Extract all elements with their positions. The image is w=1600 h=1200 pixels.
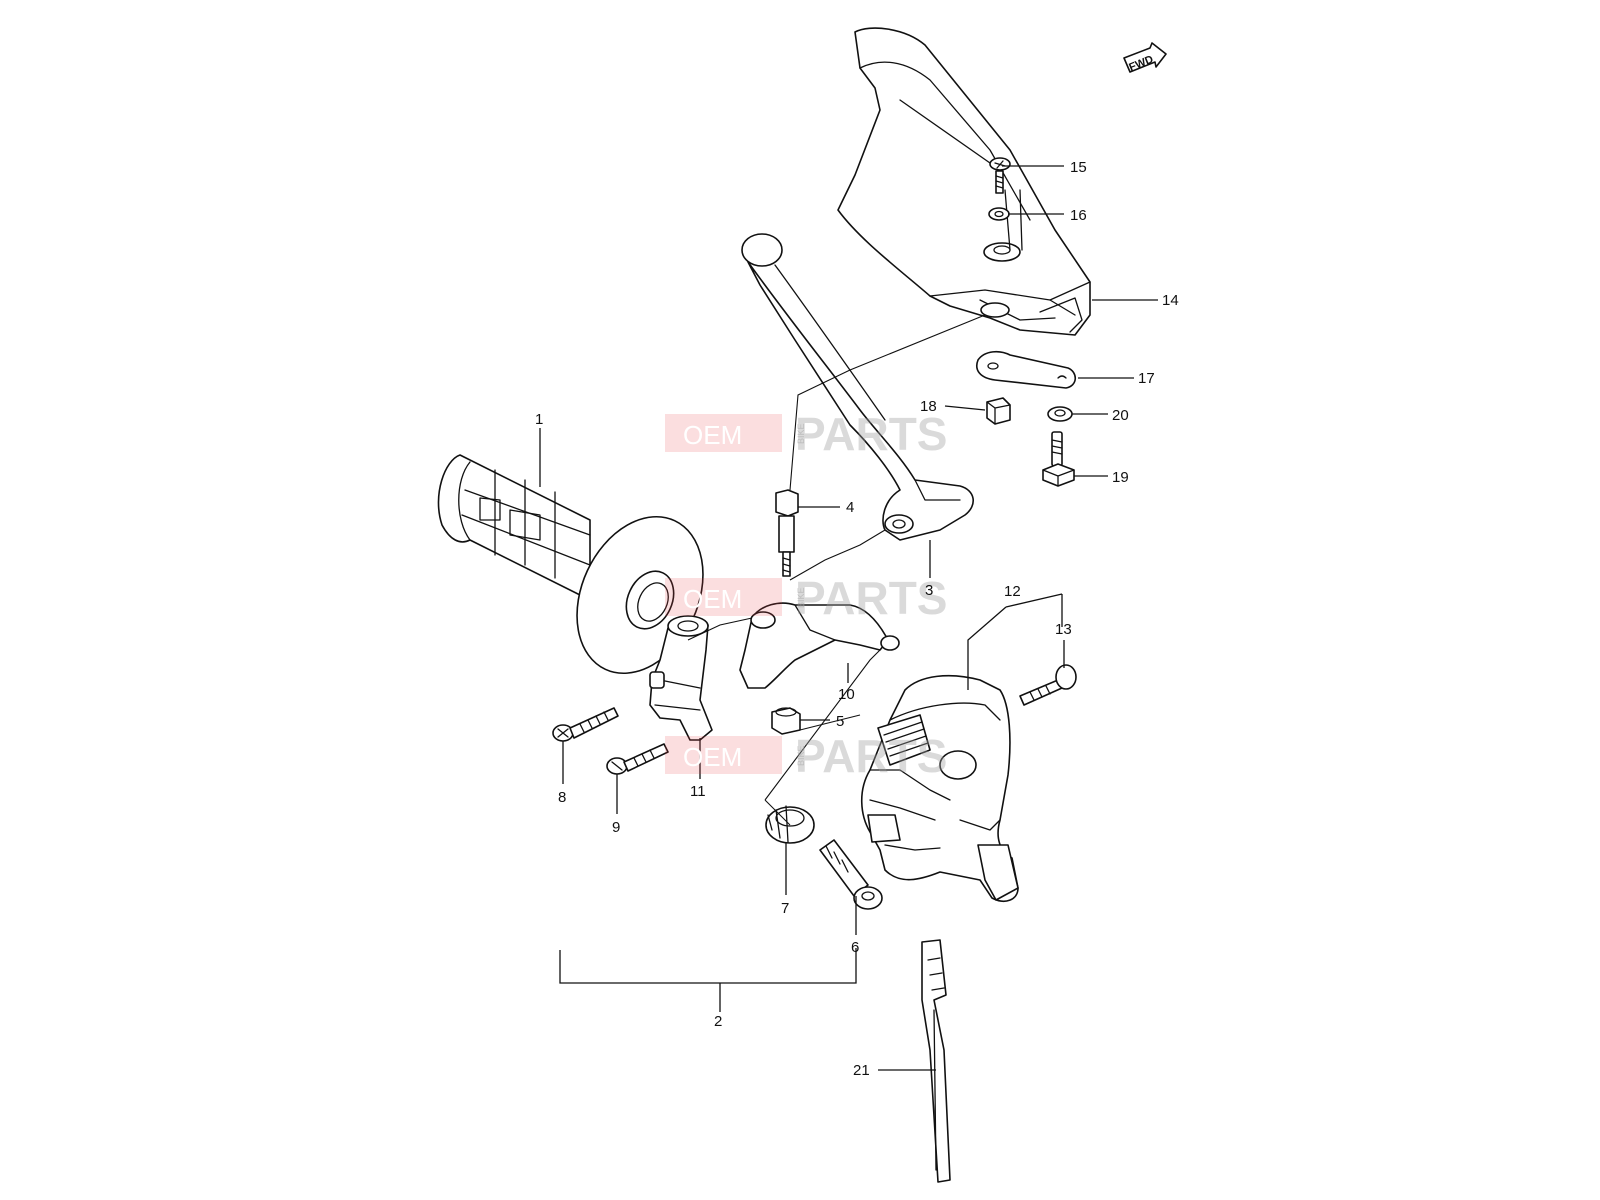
lever-holder-10-part	[739, 602, 900, 689]
callout-10: 10	[838, 686, 855, 703]
hand-guard-part	[837, 27, 1091, 336]
lever-3-part	[741, 233, 974, 541]
fwd-arrow-icon: FWD	[1123, 42, 1167, 74]
callout-labels: 1 2 3 4 5 6 7 8 9 10 11 12 13 14 15 16 1…	[535, 159, 1179, 1079]
callout-11: 11	[690, 783, 706, 800]
callout-17: 17	[1138, 370, 1155, 387]
cable-tie-21-part	[921, 939, 951, 1183]
leader-lines	[539, 165, 1158, 1071]
callout-18: 18	[920, 398, 937, 415]
svg-text:OEM: OEM	[683, 584, 742, 614]
callout-19: 19	[1112, 469, 1129, 486]
callout-16: 16	[1070, 207, 1087, 224]
callout-12: 12	[1004, 583, 1021, 600]
bolt-19-part	[1042, 431, 1075, 487]
callout-9: 9	[612, 819, 620, 836]
washer-16-part	[988, 207, 1010, 221]
svg-text:PARTS: PARTS	[795, 408, 948, 460]
svg-text:OEM: OEM	[683, 420, 742, 450]
callout-1: 1	[535, 411, 543, 428]
callout-3: 3	[925, 582, 933, 599]
plate-17-part	[976, 350, 1077, 389]
nut-18-part	[986, 397, 1011, 425]
watermark: OEM BIKE PARTS OEM BIKE PARTS OEM BIKE P…	[665, 408, 948, 782]
callout-15: 15	[1070, 159, 1087, 176]
pivot-bolt-4-part	[775, 489, 799, 577]
washer-20-part	[1047, 406, 1073, 422]
callout-4: 4	[846, 499, 854, 516]
switch-12-part	[860, 674, 1019, 902]
callout-7: 7	[781, 900, 789, 917]
svg-text:OEM: OEM	[683, 742, 742, 772]
screw-9-part	[606, 743, 669, 775]
svg-text:BIKE: BIKE	[796, 423, 806, 444]
callout-2: 2	[714, 1013, 722, 1030]
svg-text:PARTS: PARTS	[795, 730, 948, 782]
adjuster-6-part	[819, 839, 883, 910]
callout-20: 20	[1112, 407, 1129, 424]
assembly-lines	[687, 314, 986, 826]
bracket-11-part	[649, 615, 713, 741]
svg-text:BIKE: BIKE	[796, 587, 806, 608]
screw-15-part	[989, 157, 1011, 194]
callout-8: 8	[558, 789, 566, 806]
callout-5: 5	[836, 713, 844, 730]
screw-8-part	[552, 707, 619, 742]
svg-text:BIKE: BIKE	[796, 745, 806, 766]
callout-14: 14	[1162, 292, 1179, 309]
callout-21: 21	[853, 1062, 870, 1079]
callout-6: 6	[851, 939, 859, 956]
callout-13: 13	[1055, 621, 1072, 638]
svg-text:PARTS: PARTS	[795, 572, 948, 624]
screw-13-part	[1019, 664, 1077, 706]
